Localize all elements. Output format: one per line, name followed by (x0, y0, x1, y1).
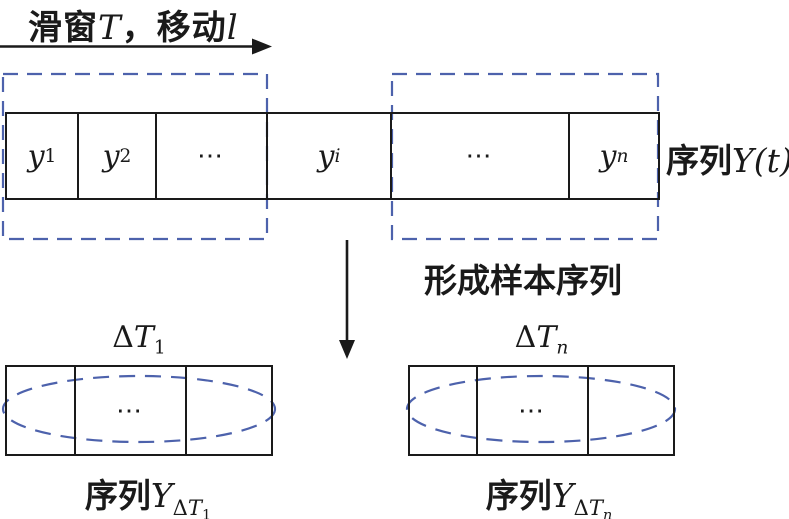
sample-label-sub-var: T (187, 495, 202, 519)
sample-label-var: Y (551, 476, 574, 515)
sample-box-first: ⋯ (5, 365, 273, 456)
sample-label-sub-delta: Δ (172, 495, 188, 519)
cell-yi-sub: i (334, 145, 341, 167)
sequence-label-var: Y(t) (732, 141, 789, 180)
delta-Tn-label: ΔTn (408, 320, 675, 359)
delta-symbol: Δ (514, 320, 537, 355)
sample-cell (7, 367, 76, 454)
transform-annotation: 形成样本序列 (424, 261, 622, 300)
down-arrow-icon (339, 240, 355, 359)
sample-label-sub-index: n (602, 507, 613, 519)
title-var-T: T (98, 8, 122, 48)
delta-T1-var: T (133, 320, 154, 355)
sequence-cell-dots-1: ⋯ (157, 114, 268, 198)
sample-cell (589, 367, 673, 454)
sample-ellipse-first (1, 374, 277, 444)
sample-cell-dots: ⋯ (76, 367, 187, 454)
sample-cell (187, 367, 271, 454)
cell-dots2: ⋯ (465, 141, 495, 171)
sample-dots: ⋯ (518, 395, 547, 426)
delta-T1-label: ΔT1 (5, 320, 273, 359)
sample-box-last: ⋯ (408, 365, 675, 456)
delta-Tn-sub: n (556, 337, 569, 359)
cell-dots1: ⋯ (197, 141, 226, 171)
sample-label-last: 序列YΔTn (408, 469, 690, 519)
delta-T1-sub: 1 (153, 337, 166, 359)
diagram-title: 滑窗T，移动l (28, 0, 239, 49)
cell-y2-sub: 2 (119, 145, 132, 167)
cell-y2-base: y (102, 138, 120, 174)
cell-yi-base: y (317, 138, 335, 174)
cell-y1-base: y (27, 138, 45, 174)
sample-label-cn: 序列 (485, 476, 552, 515)
sample-dots: ⋯ (116, 395, 145, 426)
cell-yn-base: y (599, 138, 617, 174)
right-arrow-icon (0, 38, 272, 55)
sequence-cell-dots-2: ⋯ (392, 114, 570, 198)
cell-yn-sub: n (616, 145, 629, 167)
sample-label-var: Y (150, 476, 173, 515)
delta-Tn-var: T (536, 320, 557, 355)
sample-label-sub-var: T (588, 495, 603, 519)
sample-label-sub-delta: Δ (573, 495, 589, 519)
sample-label-cn: 序列 (84, 476, 151, 515)
sequence-label: 序列Y(t) (666, 134, 789, 182)
title-var-l: l (226, 8, 239, 48)
sequence-label-cn: 序列 (666, 141, 732, 180)
title-text-window: 滑窗 (28, 8, 98, 48)
sample-cell-dots: ⋯ (478, 367, 589, 454)
sample-cell (410, 367, 478, 454)
cell-y1-sub: 1 (44, 145, 57, 167)
sample-ellipse-last (405, 374, 677, 444)
sample-label-first: 序列YΔT1 (0, 469, 296, 519)
delta-symbol: Δ (112, 320, 134, 355)
title-text-move: ，移动 (121, 8, 227, 48)
sample-label-sub-index: 1 (202, 507, 212, 519)
